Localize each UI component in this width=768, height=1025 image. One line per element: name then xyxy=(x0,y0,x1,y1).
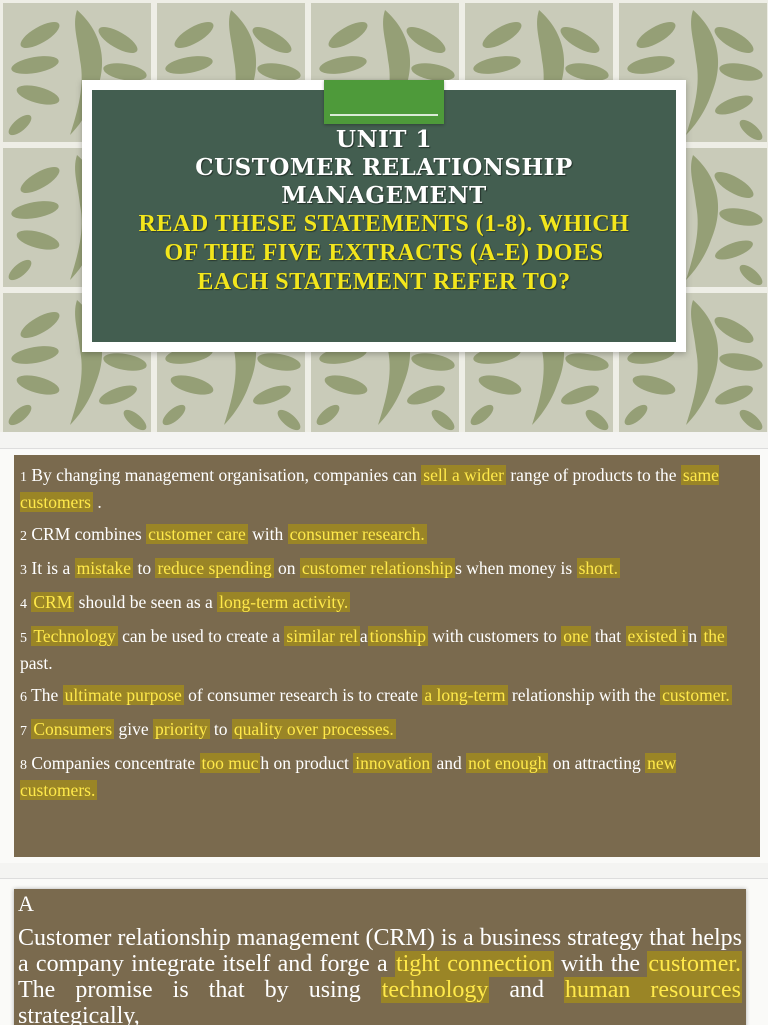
statements-box: 1 By changing management organisation, c… xyxy=(14,455,760,857)
highlighted-text: innovation xyxy=(353,753,433,773)
text-run: with customers to xyxy=(428,626,562,646)
text-run: to xyxy=(133,558,156,578)
highlighted-text: customer. xyxy=(660,685,732,705)
extract-box: A Customer relationship management (CRM)… xyxy=(14,889,746,1025)
highlighted-text: technology xyxy=(380,977,490,1003)
statement-item: 3 It is a mistake to reduce spending on … xyxy=(20,556,754,583)
title-box: Unit 1 Customer Relationship Management … xyxy=(92,90,676,342)
text-run: past. xyxy=(20,653,53,673)
highlighted-text: Technology xyxy=(31,626,118,646)
text-run: h on product xyxy=(260,753,354,773)
text-run: on attracting xyxy=(548,753,646,773)
highlighted-text: reduce spending xyxy=(155,558,274,578)
highlighted-text: Consumers xyxy=(31,719,115,739)
text-run: relationship with the xyxy=(507,685,661,705)
text-run: Customer relationship management (CRM) i… xyxy=(18,925,742,977)
text-run: on xyxy=(273,558,300,578)
text-run: with the xyxy=(553,951,648,977)
highlighted-text: similar rel xyxy=(284,626,360,646)
title-text-block: Unit 1 Customer Relationship Management … xyxy=(92,126,676,297)
highlighted-text: mistake xyxy=(74,558,134,578)
text-run: Companies concentrate xyxy=(27,753,200,773)
highlighted-text: ultimate purpose xyxy=(62,685,184,705)
text-run: and xyxy=(489,977,565,1003)
highlighted-text: consumer research. xyxy=(287,524,427,544)
statement-number: 6 xyxy=(20,690,27,705)
text-run: By changing management organisation, com… xyxy=(27,465,422,485)
text-run: can be used to create a xyxy=(117,626,285,646)
instruction-line-1: READ THESE STATEMENTS (1-8). WHICH xyxy=(138,211,630,237)
extract-text: Customer relationship management (CRM) i… xyxy=(18,925,743,1025)
highlighted-text: quality over processes. xyxy=(231,719,396,739)
statement-item: 2 CRM combines customer care with consum… xyxy=(20,522,754,549)
highlighted-text: customer relationship xyxy=(299,558,456,578)
text-run: s when money is xyxy=(455,558,577,578)
text-run: should be seen as a xyxy=(74,592,218,612)
highlighted-text: tight connection xyxy=(394,951,554,977)
text-run: to xyxy=(209,719,232,739)
highlighted-text: one xyxy=(561,626,591,646)
highlighted-text: a long-term xyxy=(422,685,508,705)
statements-slide: 1 By changing management organisation, c… xyxy=(0,448,768,863)
statement-number: 4 xyxy=(20,597,27,612)
highlighted-text: tionship xyxy=(367,626,429,646)
extract-letter: A xyxy=(18,891,34,916)
highlighted-text: long-term activity. xyxy=(217,592,351,612)
statement-number: 2 xyxy=(20,529,27,544)
title-line-1: Customer Relationship xyxy=(195,154,573,181)
title-line-2: Management xyxy=(281,182,487,209)
text-run: The promise is that by using xyxy=(18,977,381,1003)
text-run: with xyxy=(247,524,288,544)
tab-line xyxy=(330,114,438,116)
statement-number: 1 xyxy=(20,470,27,485)
green-accent-tab xyxy=(324,80,444,124)
statement-number: 3 xyxy=(20,563,27,578)
highlighted-text: CRM xyxy=(31,592,75,612)
text-run: It is a xyxy=(27,558,75,578)
extract-slide: A Customer relationship management (CRM)… xyxy=(0,878,768,1025)
statement-item: 5 Technology can be used to create a sim… xyxy=(20,624,754,676)
highlighted-text: human resources xyxy=(564,977,743,1003)
text-run: CRM combines xyxy=(27,524,147,544)
title-slide: Unit 1 Customer Relationship Management … xyxy=(0,0,768,432)
statement-item: 6 The ultimate purpose of consumer resea… xyxy=(20,683,754,710)
text-run: give xyxy=(114,719,154,739)
highlighted-text: priority xyxy=(153,719,210,739)
statement-item: 4 CRM should be seen as a long-term acti… xyxy=(20,590,754,617)
text-run: n xyxy=(688,626,702,646)
highlighted-text: sell a wider xyxy=(421,465,506,485)
text-run: strategically, xyxy=(18,1003,140,1025)
text-run: The xyxy=(27,685,63,705)
highlighted-text: customer care xyxy=(146,524,248,544)
highlighted-text: existed i xyxy=(625,626,689,646)
text-run: range of products to the xyxy=(505,465,681,485)
statement-number: 5 xyxy=(20,631,27,646)
highlighted-text: the xyxy=(701,626,727,646)
statement-number: 8 xyxy=(20,758,27,773)
highlighted-text: too muc xyxy=(199,753,261,773)
highlighted-text: customer. xyxy=(647,951,743,977)
statements-list: 1 By changing management organisation, c… xyxy=(20,463,754,810)
unit-heading: Unit 1 xyxy=(336,126,432,153)
statement-item: 1 By changing management organisation, c… xyxy=(20,463,754,515)
statement-number: 7 xyxy=(20,724,27,739)
text-run: a xyxy=(359,626,368,646)
instruction-line-2: OF THE FIVE EXTRACTS (A-E) DOES xyxy=(164,240,604,266)
text-run: . xyxy=(92,492,102,512)
text-run: of consumer research is to create xyxy=(183,685,423,705)
highlighted-text: short. xyxy=(576,558,620,578)
text-run: and xyxy=(432,753,467,773)
title-frame: Unit 1 Customer Relationship Management … xyxy=(82,80,686,352)
highlighted-text: not enough xyxy=(466,753,549,773)
instruction-line-3: EACH STATEMENT REFER TO? xyxy=(197,269,571,295)
text-run: that xyxy=(590,626,626,646)
statement-item: 7 Consumers give priority to quality ove… xyxy=(20,717,754,744)
